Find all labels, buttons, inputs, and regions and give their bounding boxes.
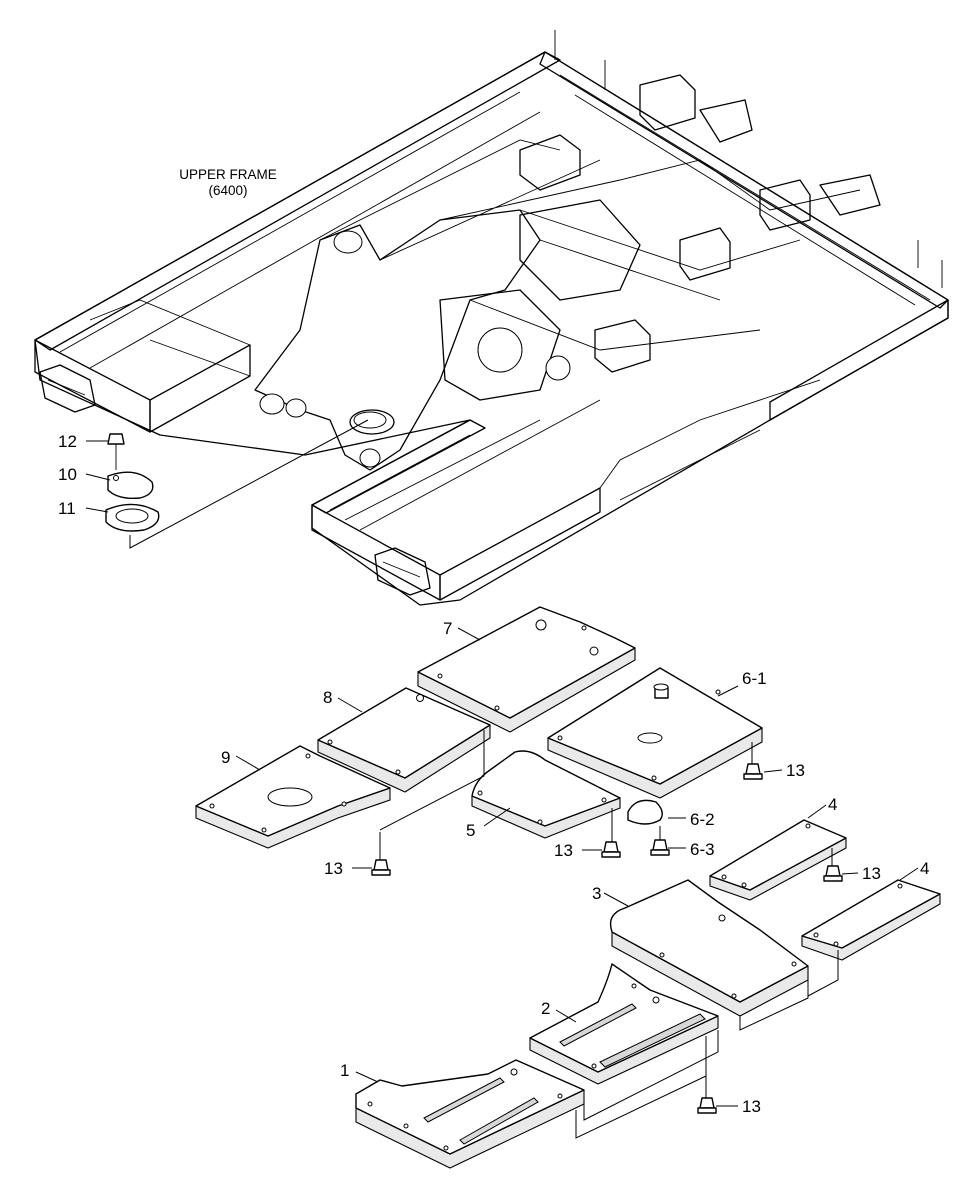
cover-assembly [105, 419, 369, 549]
part-6-1-cover [547, 667, 763, 799]
label-13-d: 13 [862, 864, 881, 883]
upper-frame-title-line1: UPPER FRAME [179, 167, 277, 182]
label-4-lower: 4 [920, 859, 929, 878]
label-11: 11 [58, 499, 76, 518]
label-13-a: 13 [324, 859, 343, 878]
bolt-13-e [697, 1097, 717, 1114]
bolt-13-a [371, 859, 391, 876]
part-4-lower-cover [801, 879, 941, 961]
label-13-c: 13 [786, 761, 805, 780]
bolt-13-b [601, 841, 621, 858]
part-10-cover-plate [107, 471, 154, 500]
part-9-cover [195, 745, 391, 849]
part-6-2-cover [627, 799, 663, 825]
part-1-cover [355, 1059, 585, 1169]
label-8: 8 [323, 688, 332, 707]
part-7-cover [417, 606, 636, 733]
bolt-13-d [823, 848, 843, 882]
bolt-13-c [743, 763, 763, 780]
label-6-2: 6-2 [690, 810, 715, 829]
bolt-6-3 [650, 826, 670, 856]
label-4-upper: 4 [828, 795, 837, 814]
label-2: 2 [541, 999, 550, 1018]
upper-frame-title-line2: (6400) [208, 183, 247, 198]
label-9: 9 [221, 748, 230, 767]
label-10: 10 [58, 465, 77, 484]
label-12: 12 [58, 432, 77, 451]
part-labels: 12 10 11 7 8 9 6-1 5 6-2 6-3 3 2 1 4 4 1… [58, 432, 929, 1116]
label-13-e: 13 [742, 1097, 761, 1116]
label-6-3: 6-3 [690, 840, 715, 859]
part-4-upper-cover [709, 819, 847, 901]
label-1: 1 [340, 1061, 349, 1080]
label-leaders [85, 440, 919, 1107]
upper-frame-title: UPPER FRAME (6400) [179, 167, 277, 198]
label-5: 5 [466, 821, 475, 840]
part-8-cover [317, 687, 491, 793]
upper-frame [34, 30, 949, 606]
label-3: 3 [592, 884, 601, 903]
label-13-b: 13 [554, 841, 573, 860]
label-6-1: 6-1 [742, 669, 767, 688]
part-12-bolt [107, 433, 125, 445]
label-7: 7 [443, 619, 452, 638]
connector-lines [379, 730, 839, 1139]
part-5-cover [471, 750, 621, 839]
part-2-cover [529, 963, 719, 1085]
